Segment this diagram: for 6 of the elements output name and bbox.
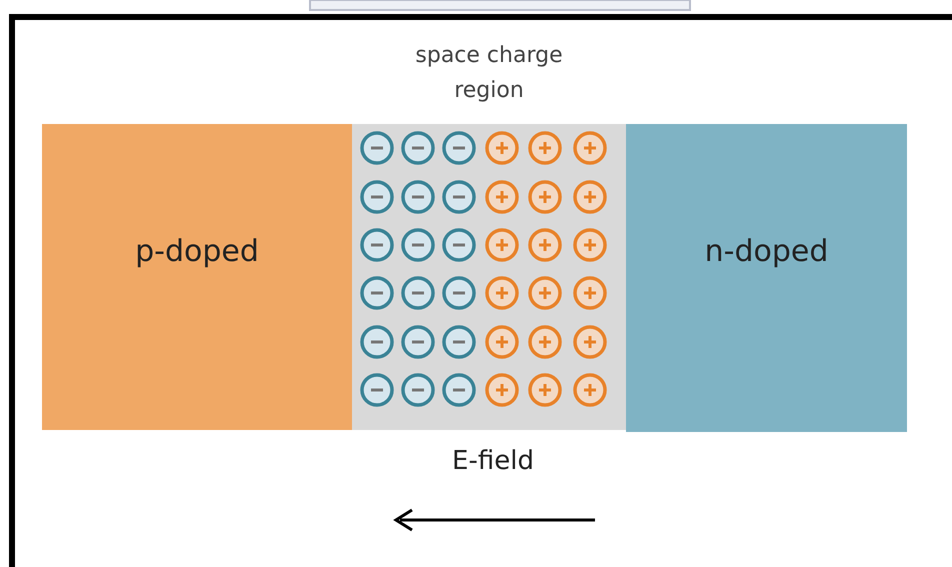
region-heading: space charge region [414, 42, 564, 106]
n-region-block [626, 124, 907, 432]
region-label: p-doped [134, 234, 260, 270]
p-region-block [42, 124, 352, 430]
region-label: n-doped [704, 234, 830, 270]
field-label: E-field [451, 446, 535, 476]
